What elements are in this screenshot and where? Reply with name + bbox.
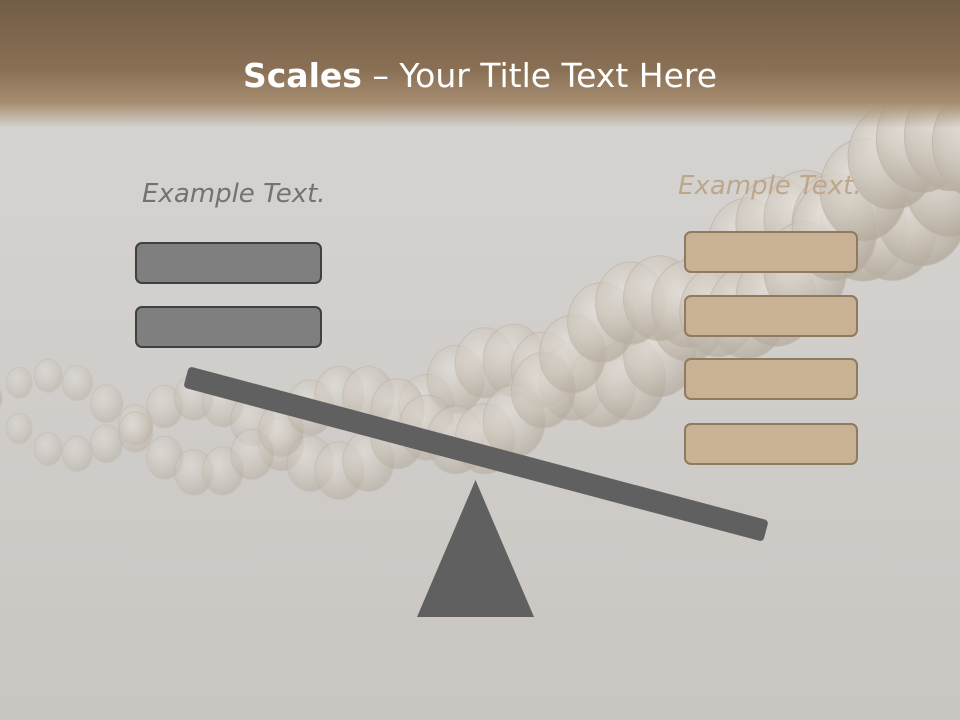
fulcrum-triangle-icon — [417, 480, 534, 617]
title-text: – Your Title Text Here — [361, 56, 718, 95]
rope-bead — [0, 389, 3, 407]
title-band — [0, 0, 960, 128]
rope-bead — [89, 424, 124, 464]
rope-bead — [61, 435, 94, 472]
left-label[interactable]: Example Text. — [142, 179, 326, 209]
rope-bead — [33, 431, 63, 466]
rope-bead — [118, 411, 154, 453]
right-block-1[interactable] — [684, 231, 858, 273]
right-block-4[interactable] — [684, 423, 858, 465]
rope-bead — [5, 367, 33, 399]
title-keyword: Scales — [242, 56, 362, 95]
rope-bead — [89, 384, 124, 424]
right-label[interactable]: Example Text. — [678, 171, 862, 201]
right-block-2[interactable] — [684, 295, 858, 337]
rope-bead — [5, 412, 33, 445]
left-block-1[interactable] — [135, 242, 322, 284]
rope-bead — [33, 358, 63, 393]
rope-bead — [61, 364, 94, 402]
left-block-2[interactable] — [135, 306, 322, 348]
right-block-3[interactable] — [684, 358, 858, 400]
slide-title[interactable]: Scales – Your Title Text Here — [0, 54, 960, 98]
